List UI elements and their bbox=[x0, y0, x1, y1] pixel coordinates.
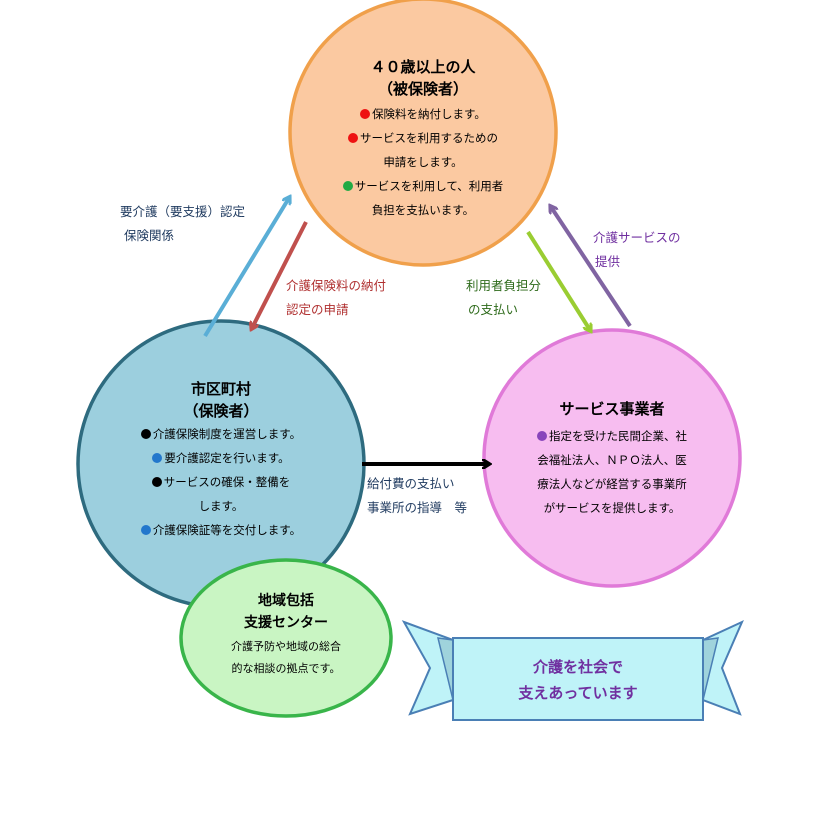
center-subtitle: 支援センター bbox=[244, 615, 328, 631]
premium-label: 介護保険料の納付 認定の申請 bbox=[286, 274, 386, 322]
center-title: 地域包括 bbox=[258, 593, 314, 609]
municipality-item: 要介護認定を行います。 bbox=[96, 446, 346, 470]
insured-item: サービスを利用するための bbox=[300, 126, 546, 150]
insured-subtitle: （被保険者） bbox=[377, 80, 468, 98]
center-line-1: 介護予防や地域の総合 bbox=[231, 640, 341, 653]
certification-label: 要介護（要支援）認定 保険関係 bbox=[120, 200, 245, 248]
municipality-subtitle: （保険者） bbox=[183, 402, 259, 420]
copay-label-line: の支払い bbox=[468, 302, 519, 317]
banner-line-2: 支えあっています bbox=[518, 684, 638, 702]
care-service-arrow bbox=[551, 207, 632, 328]
premium-label-line: 認定の申請 bbox=[286, 302, 349, 317]
bullet-black-dot bbox=[140, 429, 151, 439]
certification-arrow bbox=[203, 198, 289, 338]
municipality-item: 介護保険証等を交付します。 bbox=[96, 518, 346, 542]
provider-circle bbox=[482, 328, 742, 588]
provider-title: サービス事業者 bbox=[559, 400, 665, 418]
premium-arrow bbox=[252, 221, 308, 328]
bullet-red-dot bbox=[348, 133, 358, 143]
provider-item: 指定を受けた民間企業、社 bbox=[500, 424, 724, 448]
bullet-purple-dot bbox=[537, 431, 547, 441]
center-line-2: 的な相談の拠点です。 bbox=[231, 662, 341, 675]
insured-item: 保険料を納付します。 bbox=[300, 102, 546, 126]
payment-label-line: 給付費の支払い bbox=[367, 476, 455, 491]
provider-text: サービス事業者 指定を受けた民間企業、社 会福祉法人、ＮＰＯ法人、医 療法人など… bbox=[500, 398, 724, 520]
municipality-item: します。 bbox=[198, 499, 244, 513]
banner-line-1: 介護を社会で bbox=[532, 658, 623, 676]
bullet-black-dot bbox=[151, 477, 162, 487]
banner-ribbon bbox=[401, 619, 744, 721]
bullet-blue-dot bbox=[140, 525, 151, 535]
insured-item: 負担を支払います。 bbox=[371, 203, 475, 217]
provider-item: がサービスを提供します。 bbox=[543, 501, 681, 515]
municipality-item: 介護保険制度を運営します。 bbox=[96, 422, 346, 446]
copay-label-line: 利用者負担分 bbox=[466, 278, 542, 293]
care-service-label: 介護サービスの 提供 bbox=[593, 226, 681, 274]
insured-item: 申請をします。 bbox=[383, 155, 463, 169]
municipality-item: サービスの確保・整備を bbox=[96, 470, 346, 494]
bullet-red-dot bbox=[360, 109, 371, 119]
copay-label: 利用者負担分 の支払い bbox=[466, 274, 541, 322]
center-text: 地域包括 支援センター 介護予防や地域の総合 的な相談の拠点です。 bbox=[196, 590, 376, 680]
copay-arrow bbox=[526, 230, 590, 330]
provider-items: 指定を受けた民間企業、社 会福祉法人、ＮＰＯ法人、医 療法人などが経営する事業所… bbox=[500, 424, 724, 520]
municipality-title: 市区町村 bbox=[190, 380, 251, 398]
provider-item: 会福祉法人、ＮＰＯ法人、医 bbox=[537, 453, 687, 467]
bullet-blue-dot bbox=[152, 453, 163, 463]
insured-title: ４０歳以上の人 bbox=[370, 58, 476, 76]
care-service-label-line: 介護サービスの bbox=[593, 230, 681, 245]
municipality-items: 介護保険制度を運営します。 要介護認定を行います。 サービスの確保・整備を しま… bbox=[96, 422, 346, 542]
care-service-label-line: 提供 bbox=[595, 254, 621, 269]
banner-center bbox=[452, 637, 704, 721]
insured-item: サービスを利用して、利用者 bbox=[300, 174, 546, 198]
premium-label-line: 介護保険料の納付 bbox=[286, 278, 387, 293]
provider-item: 療法人などが経営する事業所 bbox=[537, 477, 687, 491]
insured-circle bbox=[288, 0, 558, 267]
payment-label-line: 事業所の指導 等 bbox=[367, 500, 468, 515]
bullet-green-dot bbox=[342, 181, 353, 191]
center-ellipse bbox=[179, 558, 393, 718]
payment-label: 給付費の支払い 事業所の指導 等 bbox=[367, 472, 467, 520]
banner-text: 介護を社会で 支えあっています bbox=[455, 654, 701, 706]
municipality-text: 市区町村 （保険者） 介護保険制度を運営します。 要介護認定を行います。 サービ… bbox=[96, 378, 346, 542]
insured-items: 保険料を納付します。 サービスを利用するための 申請をします。 サービスを利用し… bbox=[300, 102, 546, 222]
certification-label-line: 要介護（要支援）認定 bbox=[120, 204, 246, 219]
certification-label-line: 保険関係 bbox=[124, 228, 175, 243]
insured-text: ４０歳以上の人 （被保険者） 保険料を納付します。 サービスを利用するための 申… bbox=[300, 56, 546, 222]
